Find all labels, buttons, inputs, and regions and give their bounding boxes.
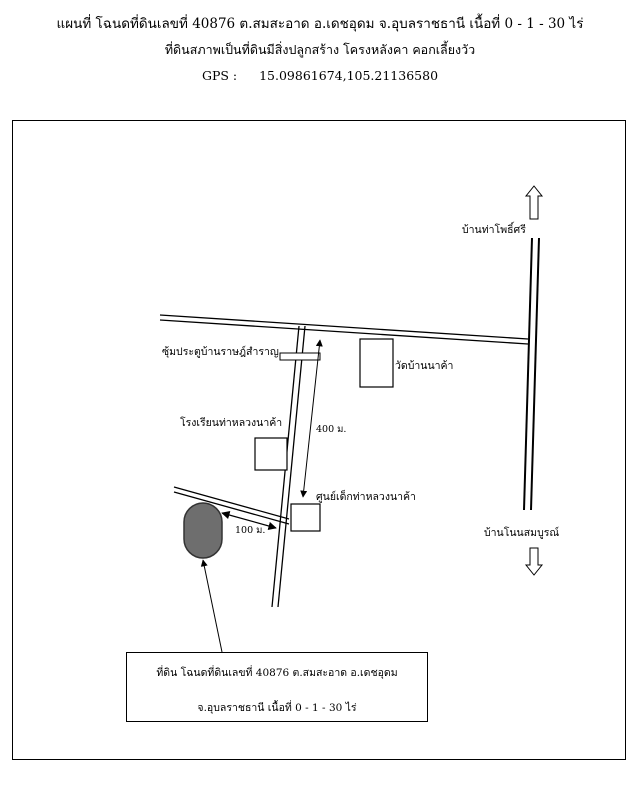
north-arrow-icon xyxy=(524,185,544,220)
child-center-building xyxy=(290,503,321,532)
distance-400-arrow xyxy=(300,339,323,498)
map-frame xyxy=(12,120,626,760)
map-title: แผนที่ โฉนดที่ดินเลขที่ 40876 ต.สมสะอาด … xyxy=(56,16,584,32)
label-school: โรงเรียนท่าหลวงนาค้า xyxy=(180,417,283,429)
school-building xyxy=(254,437,288,471)
plot-callout-box: ที่ดิน โฉนดที่ดินเลขที่ 40876 ต.สมสะอาด … xyxy=(126,652,428,722)
label-north-village: บ้านท่าโพธิ์ศรี xyxy=(462,224,526,236)
map-subtitle: ที่ดินสภาพเป็นที่ดินมีสิ่งปลูกสร้าง โครง… xyxy=(164,42,476,57)
main-road xyxy=(159,314,529,345)
south-arrow-icon xyxy=(524,547,544,576)
label-village-gate: ซุ้มประตูบ้านราษฎ์สำราญ xyxy=(162,346,279,358)
plot-pointer-arrow xyxy=(200,559,223,653)
label-child-center: ศูนย์เด็กท่าหลวงนาค้า xyxy=(316,491,416,503)
gps-label: GPS : xyxy=(201,68,238,83)
label-distance-100: 100 ม. xyxy=(235,525,266,536)
temple-building xyxy=(359,338,394,388)
gps-value: 15.09861674,105.21136580 xyxy=(259,68,439,83)
gps-line: GPS : 15.09861674,105.21136580 xyxy=(0,68,640,83)
village-gate-marker xyxy=(279,352,321,361)
label-temple: วัดบ้านนาค้า xyxy=(395,360,454,372)
label-south-village: บ้านโนนสมบูรณ์ xyxy=(484,527,560,539)
distance-100-arrow xyxy=(221,510,277,531)
label-distance-400: 400 ม. xyxy=(316,424,347,435)
land-plot xyxy=(183,502,223,559)
highway xyxy=(523,237,540,511)
callout-line-1: ที่ดิน โฉนดที่ดินเลขที่ 40876 ต.สมสะอาด … xyxy=(156,667,398,679)
callout-line-2: จ.อุบลราชธานี เนื้อที่ 0 - 1 - 30 ไร่ xyxy=(197,702,357,714)
